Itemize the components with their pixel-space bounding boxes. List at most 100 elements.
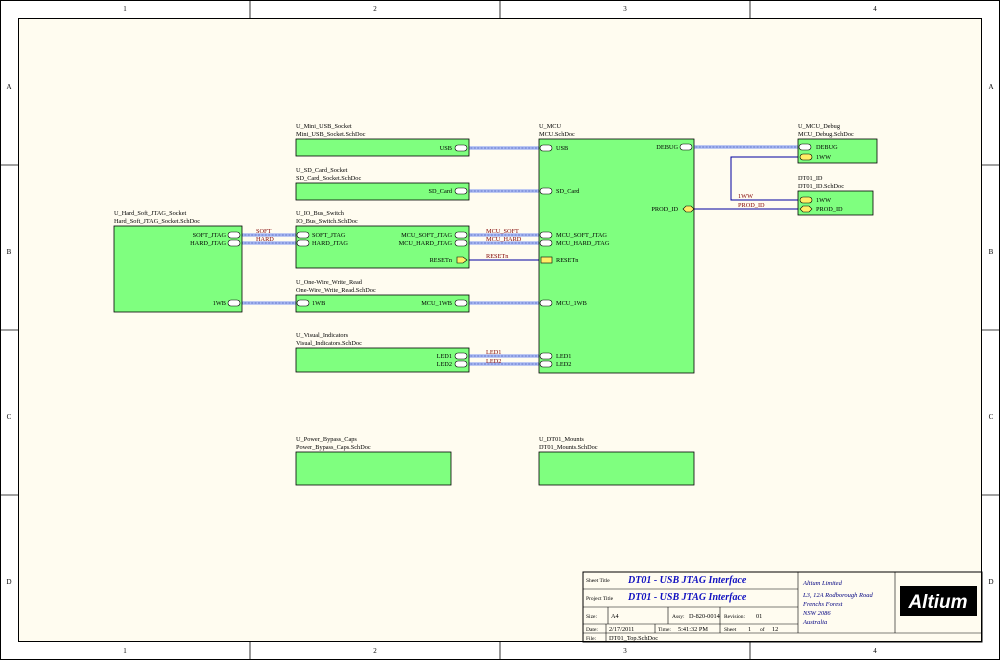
sheet-body[interactable] [295, 294, 470, 313]
sheet-body[interactable] [295, 182, 470, 201]
sheet-symbol-one-wire-write-read[interactable]: U_One-Wire_Write_Read One-Wire_Write_Rea… [295, 279, 470, 313]
zone-row-d-left: D [6, 578, 11, 586]
project-title-label: Project Title [586, 596, 614, 602]
net-label-soft: SOFT [256, 228, 272, 235]
sheet-filename: IO_Bus_Switch.SchDoc [296, 218, 358, 225]
sheet-designator: U_Power_Bypass_Caps [296, 436, 357, 443]
sheet-title: DT01 - USB JTAG Interface [627, 575, 747, 586]
sheet-entry-mcu-1wb[interactable]: MCU_1WB [556, 300, 587, 307]
sheet-body[interactable] [295, 138, 470, 157]
sheet-entry-led1[interactable]: LED1 [437, 353, 452, 360]
connections [241, 145, 800, 366]
company-address-line-4: Australia [802, 619, 827, 626]
sheet-body[interactable] [295, 225, 470, 269]
sheet-symbol-hard-soft-jtag-socket[interactable]: U_Hard_Soft_JTAG_Socket Hard_Soft_JTAG_S… [113, 210, 243, 313]
sheet-entry-prod-id[interactable]: PROD_ID [816, 206, 843, 213]
sheet-symbol-dt01-mounts[interactable]: U_DT01_Mounts DT01_Mounts.SchDoc [538, 436, 695, 486]
altium-logo: Altium [900, 586, 977, 616]
company-address-line-2: Frenchs Forest [802, 601, 843, 608]
zone-row-b-right: B [989, 248, 994, 256]
sheet-entry-led2[interactable]: LED2 [556, 361, 571, 368]
company-address-line-1: L3, 12A Rodborough Road [802, 592, 873, 599]
sheet-entry-hard-jtag[interactable]: HARD_JTAG [312, 240, 348, 247]
sheet-symbol-visual-indicators[interactable]: U_Visual_Indicators Visual_Indicators.Sc… [295, 332, 470, 373]
sheet-entry-1wb[interactable]: 1WB [213, 300, 226, 307]
sheet-symbol-mcu-debug[interactable]: U_MCU_Debug MCU_Debug.SchDoc DEBUG 1WW [797, 123, 878, 164]
sheet-body[interactable] [295, 347, 470, 373]
sheet-entry-mcu-1wb[interactable]: MCU_1WB [421, 300, 452, 307]
sheet-entry-soft-jtag[interactable]: SOFT_JTAG [312, 232, 346, 239]
wire-1ww[interactable] [730, 156, 800, 201]
sheet-entry-resetn[interactable]: RESETn [556, 257, 579, 264]
sheet-designator: U_MCU_Debug [798, 123, 841, 130]
net-labels: SOFT HARD MCU_SOFT MCU_HARD RESETn LED1 … [256, 193, 765, 365]
zone-row-c-left: C [7, 413, 12, 421]
sheet-entry-usb[interactable]: USB [556, 145, 568, 152]
sheet-entry-1wb[interactable]: 1WB [312, 300, 325, 307]
sheet-designator: U_SD_Card_Socket [296, 167, 348, 174]
net-label-prod-id: PROD_ID [738, 202, 765, 209]
zone-col-4-bottom: 4 [873, 647, 877, 655]
zone-col-2-top: 2 [373, 5, 377, 13]
sheet-entry-resetn[interactable]: RESETn [430, 257, 453, 264]
zone-row-d-right: D [988, 578, 993, 586]
sheet-symbol-io-bus-switch[interactable]: U_IO_Bus_Switch IO_Bus_Switch.SchDoc SOF… [295, 210, 470, 269]
sheet-label: Sheet [724, 627, 737, 633]
sheet-entry-usb[interactable]: USB [440, 145, 452, 152]
sheet-symbol-power-bypass-caps[interactable]: U_Power_Bypass_Caps Power_Bypass_Caps.Sc… [295, 436, 452, 486]
logo-text: Altium [907, 592, 967, 613]
title-block: Sheet Title DT01 - USB JTAG Interface Pr… [582, 571, 983, 643]
net-label-led1: LED1 [486, 349, 501, 356]
sheet-entry-led2[interactable]: LED2 [437, 361, 452, 368]
sheet-body[interactable] [538, 451, 695, 486]
sheet-filename: Visual_Indicators.SchDoc [296, 340, 362, 347]
sheet-body[interactable] [538, 138, 695, 374]
sheet-entry-hard-jtag[interactable]: HARD_JTAG [190, 240, 226, 247]
sheet-entry-1ww[interactable]: 1WW [816, 197, 831, 204]
zone-row-a-left: A [6, 83, 11, 91]
size-label: Size: [586, 614, 597, 620]
sheet-entry-1ww[interactable]: 1WW [816, 154, 831, 161]
sheet-entry-sd-card[interactable]: SD_Card [556, 188, 580, 195]
net-label-led2: LED2 [486, 358, 501, 365]
sheet-filename: Mini_USB_Socket.SchDoc [296, 131, 366, 138]
file-label: File: [586, 636, 597, 642]
file-value: DT01_Top.SchDoc [609, 635, 658, 642]
sheet-symbol-mini-usb-socket[interactable]: U_Mini_USB_Socket Mini_USB_Socket.SchDoc… [295, 123, 470, 157]
project-title: DT01 - USB JTAG Interface [627, 592, 747, 603]
sheet-entry-mcu-hard-jtag[interactable]: MCU_HARD_JTAG [399, 240, 453, 247]
assy-label: Assy: [672, 614, 685, 620]
sheet-entry-soft-jtag[interactable]: SOFT_JTAG [193, 232, 227, 239]
sheet-designator: U_DT01_Mounts [539, 436, 584, 443]
sheet-symbol-mcu[interactable]: U_MCU MCU.SchDoc USB DEBUG SD_Card PROD_… [538, 123, 695, 374]
of-label: of [760, 626, 765, 633]
net-label-1ww: 1WW [738, 193, 753, 200]
sheet-symbol-dt01-id[interactable]: DT01_ID DT01_ID.SchDoc 1WW PROD_ID [797, 175, 874, 216]
sheet-entry-debug[interactable]: DEBUG [656, 144, 678, 151]
sheet-filename: DT01_Mounts.SchDoc [539, 444, 598, 451]
sheet-entry-mcu-hard-jtag[interactable]: MCU_HARD_JTAG [556, 240, 610, 247]
sheet-filename: MCU.SchDoc [539, 131, 575, 138]
sheet-body[interactable] [295, 451, 452, 486]
company-name: Altium Limited [802, 580, 843, 587]
sheet-entry-mcu-soft-jtag[interactable]: MCU_SOFT_JTAG [556, 232, 607, 239]
sheet-number: 1 [748, 626, 751, 633]
sheet-designator: U_Hard_Soft_JTAG_Socket [114, 210, 187, 217]
sheet-total: 12 [772, 626, 778, 633]
sheet-entry-mcu-soft-jtag[interactable]: MCU_SOFT_JTAG [401, 232, 452, 239]
sheet-symbol-sd-card-socket[interactable]: U_SD_Card_Socket SD_Card_Socket.SchDoc S… [295, 167, 470, 201]
date-label: Date: [586, 627, 598, 633]
sheet-body[interactable] [113, 225, 243, 313]
sheet-entry-sd-card[interactable]: SD_Card [429, 188, 453, 195]
date-value: 2/17/2011 [609, 626, 634, 633]
zone-col-1-top: 1 [123, 5, 127, 13]
sheet-entry-debug[interactable]: DEBUG [816, 144, 838, 151]
sheet-entry-led1[interactable]: LED1 [556, 353, 571, 360]
sheet-filename: MCU_Debug.SchDoc [798, 131, 854, 138]
zone-col-1-bottom: 1 [123, 647, 127, 655]
sheet-designator: U_Visual_Indicators [296, 332, 349, 339]
sheet-designator: U_IO_Bus_Switch [296, 210, 345, 217]
sheet-entry-prod-id[interactable]: PROD_ID [651, 206, 678, 213]
